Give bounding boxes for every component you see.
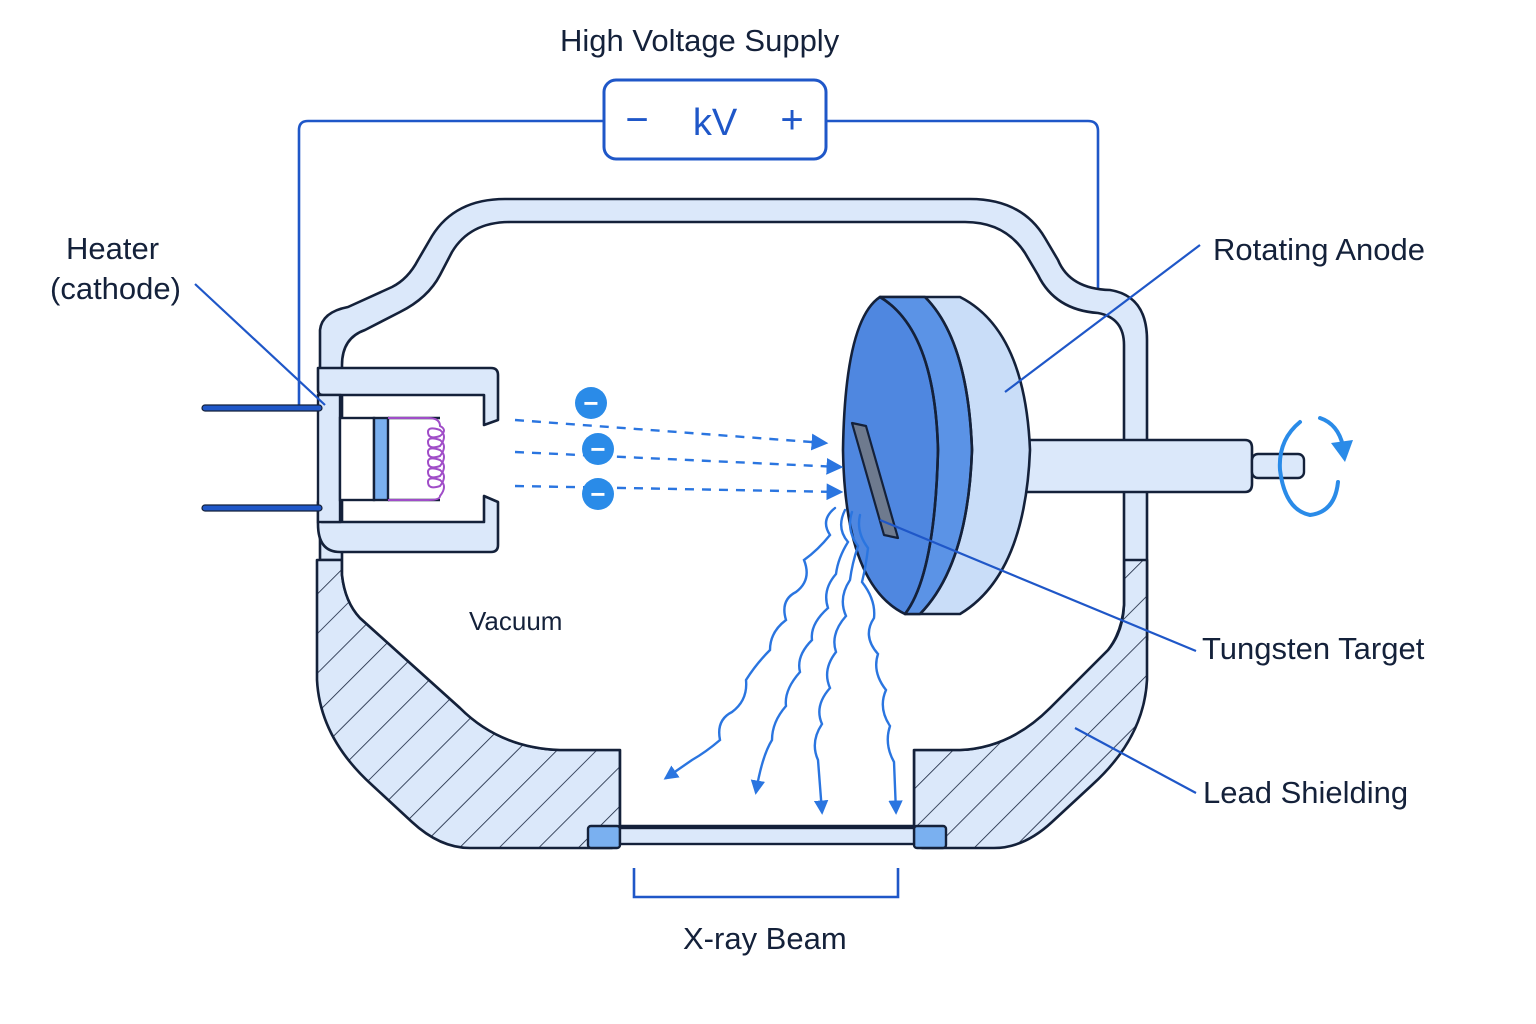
tungsten-target-leader-line [879, 518, 1197, 653]
electron-icon: − [582, 478, 614, 510]
supply-plus-sign: + [780, 98, 803, 142]
exit-window [586, 824, 948, 850]
electron-icon: − [582, 433, 614, 465]
electron-minus: − [590, 479, 605, 509]
anode-shaft [1020, 438, 1306, 494]
tungsten-target-label: Tungsten Target [1202, 631, 1425, 666]
electron-icon: − [575, 387, 607, 419]
tungsten-target [850, 421, 900, 540]
heater-filament [388, 417, 445, 501]
heater-label-line1: Heater [66, 231, 160, 266]
high-voltage-supply-title: High Voltage Supply [560, 23, 840, 58]
lead-shielding-leader-line [1074, 727, 1197, 794]
heater-label-line2: (cathode) [50, 271, 181, 306]
lead-shielding-label: Lead Shielding [1203, 775, 1409, 810]
supply-minus-sign: − [625, 98, 648, 142]
voltage-supply-box: − kV + [602, 78, 828, 161]
cathode-assembly [201, 366, 500, 554]
xray-rays [663, 506, 903, 815]
electron-paths [514, 418, 844, 501]
supply-wires [297, 119, 1100, 410]
electrons: − − − [575, 387, 614, 510]
leader-lines [194, 244, 1201, 794]
rotating-anode-label: Rotating Anode [1213, 232, 1426, 267]
electron-minus: − [590, 434, 605, 464]
heater-leader-line [194, 283, 326, 406]
vacuum-label: Vacuum [469, 606, 563, 636]
xray-beam-bracket [632, 868, 900, 899]
rotating-anode-leader-line [1004, 244, 1201, 393]
rotation-arrow-icon [1277, 416, 1353, 518]
supply-unit-kv: kV [693, 102, 738, 144]
electron-minus: − [583, 388, 598, 418]
xray-beam-label: X-ray Beam [683, 921, 847, 956]
